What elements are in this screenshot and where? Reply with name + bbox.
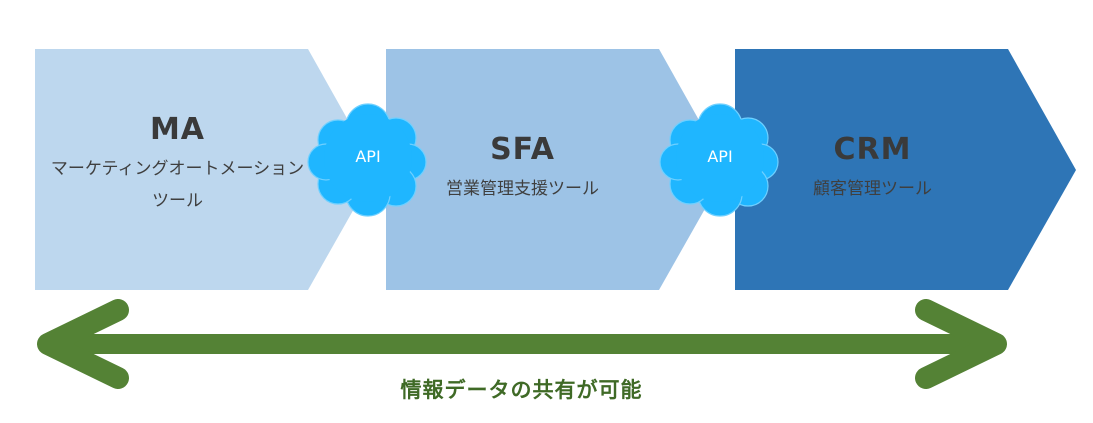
stage-ma-subtitle-line2: ツール xyxy=(152,191,203,211)
stage-crm-subtitle: 顧客管理ツール xyxy=(813,179,932,199)
stage-ma-title: MA xyxy=(149,112,206,147)
double-arrow-icon xyxy=(37,299,1007,389)
api-connector-label: API xyxy=(355,147,381,166)
stage-crm: CRM 顧客管理ツール xyxy=(770,132,975,205)
stage-crm-chevron xyxy=(735,49,1076,290)
stage-crm-title: CRM xyxy=(833,132,912,167)
stage-sfa-chevron xyxy=(386,49,727,290)
stage-sfa-subtitle: 営業管理支援ツール xyxy=(446,179,599,199)
stage-sfa-title: SFA xyxy=(490,132,555,167)
cloud-icon xyxy=(307,103,427,217)
api-connector-label: API xyxy=(707,147,733,166)
stage-sfa: SFA 営業管理支援ツール xyxy=(400,132,645,205)
stage-ma-chevron xyxy=(35,49,376,290)
caption: 情報データの共有が可能 xyxy=(400,378,643,402)
stage-ma: MA マーケティングオートメーション ツール xyxy=(35,112,320,217)
cloud-icon xyxy=(659,103,779,217)
stage-ma-subtitle-line1: マーケティングオートメーション xyxy=(50,159,305,179)
